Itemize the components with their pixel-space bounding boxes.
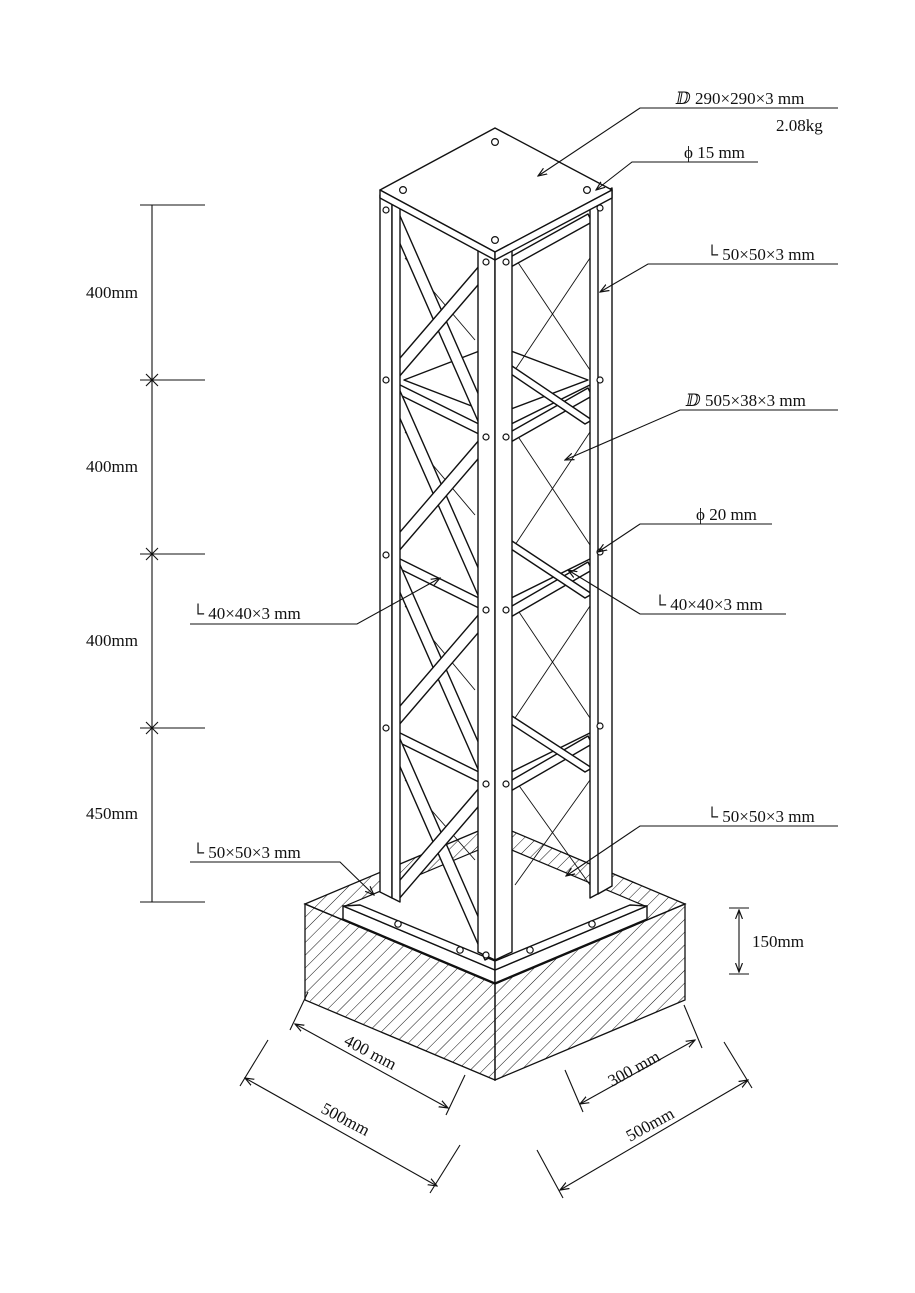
base-height-dimension: 150mm — [729, 907, 804, 975]
callout-leaders — [190, 107, 838, 895]
dim-base-height: 150mm — [752, 932, 804, 951]
dim-base-inner: 400 mm — [341, 1031, 400, 1074]
dim-seg4: 450mm — [86, 804, 138, 823]
dim-seg1: 400mm — [86, 283, 138, 302]
label-brace-left: └ 40×40×3 mm — [192, 603, 301, 623]
label-base-angle-left: └ 50×50×3 mm — [192, 842, 301, 862]
callout-labels: ⅅ 290×290×3 mm 2.08kg ϕ 15 mm └ 50×50×3 … — [192, 89, 823, 862]
label-brace-right: └ 40×40×3 mm — [654, 594, 763, 614]
top-plate — [379, 127, 613, 261]
dim-seg2: 400mm — [86, 457, 138, 476]
label-hole-mid: ϕ 20 mm — [696, 505, 757, 524]
label-band-plate: ⅅ 505×38×3 mm — [685, 391, 806, 410]
dim-base-outer-right: 500mm — [623, 1104, 678, 1146]
vertical-dimension-chain: 400mm 400mm 400mm 450mm — [86, 204, 205, 903]
label-hole-top: ϕ 15 mm — [684, 143, 745, 162]
left-face-braces — [382, 199, 497, 961]
dim-seg3: 400mm — [86, 631, 138, 650]
back-bracing — [404, 257, 591, 886]
label-top-plate-weight: 2.08kg — [776, 116, 823, 135]
label-leg-angle: └ 50×50×3 mm — [706, 244, 815, 264]
dim-base-inner-right: 300 mm — [605, 1047, 663, 1091]
label-top-plate: ⅅ 290×290×3 mm — [675, 89, 804, 108]
label-base-angle-right: └ 50×50×3 mm — [706, 806, 815, 826]
base-angle-frame — [342, 904, 648, 984]
dim-base-outer-left: 500mm — [318, 1099, 373, 1140]
tower-legs — [379, 187, 613, 961]
right-face-braces — [504, 213, 593, 793]
bolt-holes — [382, 204, 604, 959]
